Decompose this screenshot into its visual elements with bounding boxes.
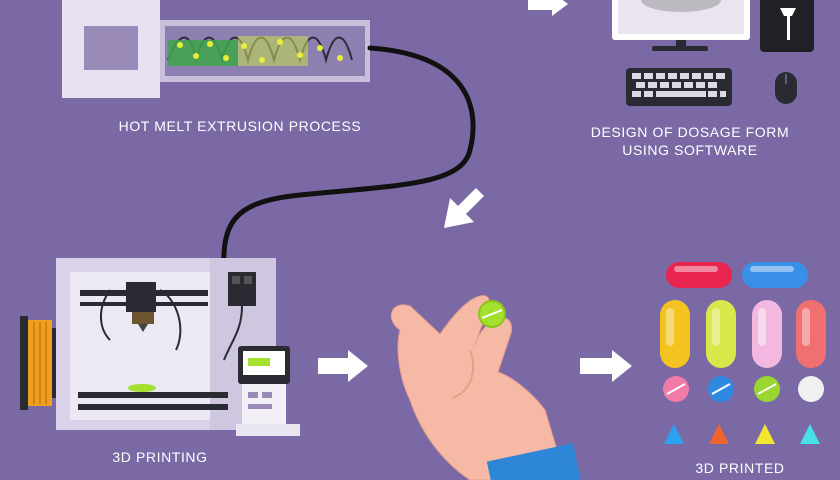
filament-spool-icon xyxy=(20,316,58,410)
triangle-tablet-icon xyxy=(755,424,775,444)
triangle-tablet-icon xyxy=(664,424,684,444)
caption-design-line2: USING SOFTWARE xyxy=(622,142,758,158)
filament-wire xyxy=(221,45,476,278)
capsule-icon xyxy=(742,262,808,288)
arrow-right-icon xyxy=(528,0,568,16)
capsule-icon xyxy=(660,300,690,368)
hand-holding-tablet-icon xyxy=(390,295,582,480)
caption-3d-printed: 3D PRINTED xyxy=(695,460,785,476)
extruder-melt xyxy=(168,36,343,66)
mouse-icon xyxy=(775,72,797,104)
tablet-icon xyxy=(708,376,734,402)
extruder-window xyxy=(84,26,138,70)
capsule-icon xyxy=(796,300,826,368)
extruder-icon xyxy=(62,0,370,98)
tablet-icon xyxy=(798,376,824,402)
triangle-tablet-icon xyxy=(800,424,820,444)
monitor-icon xyxy=(612,0,750,51)
triangle-tablet-icon xyxy=(709,424,729,444)
capsule-icon xyxy=(752,300,782,368)
caption-hot-melt-extrusion: HOT MELT EXTRUSION PROCESS xyxy=(118,118,362,134)
tablet-icon xyxy=(754,376,780,402)
3d-printer-icon xyxy=(56,258,300,436)
keyboard-icon xyxy=(626,68,732,106)
caption-3d-printing: 3D PRINTING xyxy=(112,449,208,465)
caption-design-of-dosage-form: DESIGN OF DOSAGE FORM USING SOFTWARE xyxy=(560,123,820,159)
arrow-right-icon xyxy=(318,350,368,382)
capsule-icon xyxy=(706,300,736,368)
arrow-down-left-icon xyxy=(444,188,484,228)
arrow-right-icon xyxy=(580,350,632,382)
tablet-icon xyxy=(663,376,689,402)
capsule-icon xyxy=(666,262,732,288)
computer-tower-icon xyxy=(760,0,814,52)
caption-design-line1: DESIGN OF DOSAGE FORM xyxy=(590,124,790,140)
